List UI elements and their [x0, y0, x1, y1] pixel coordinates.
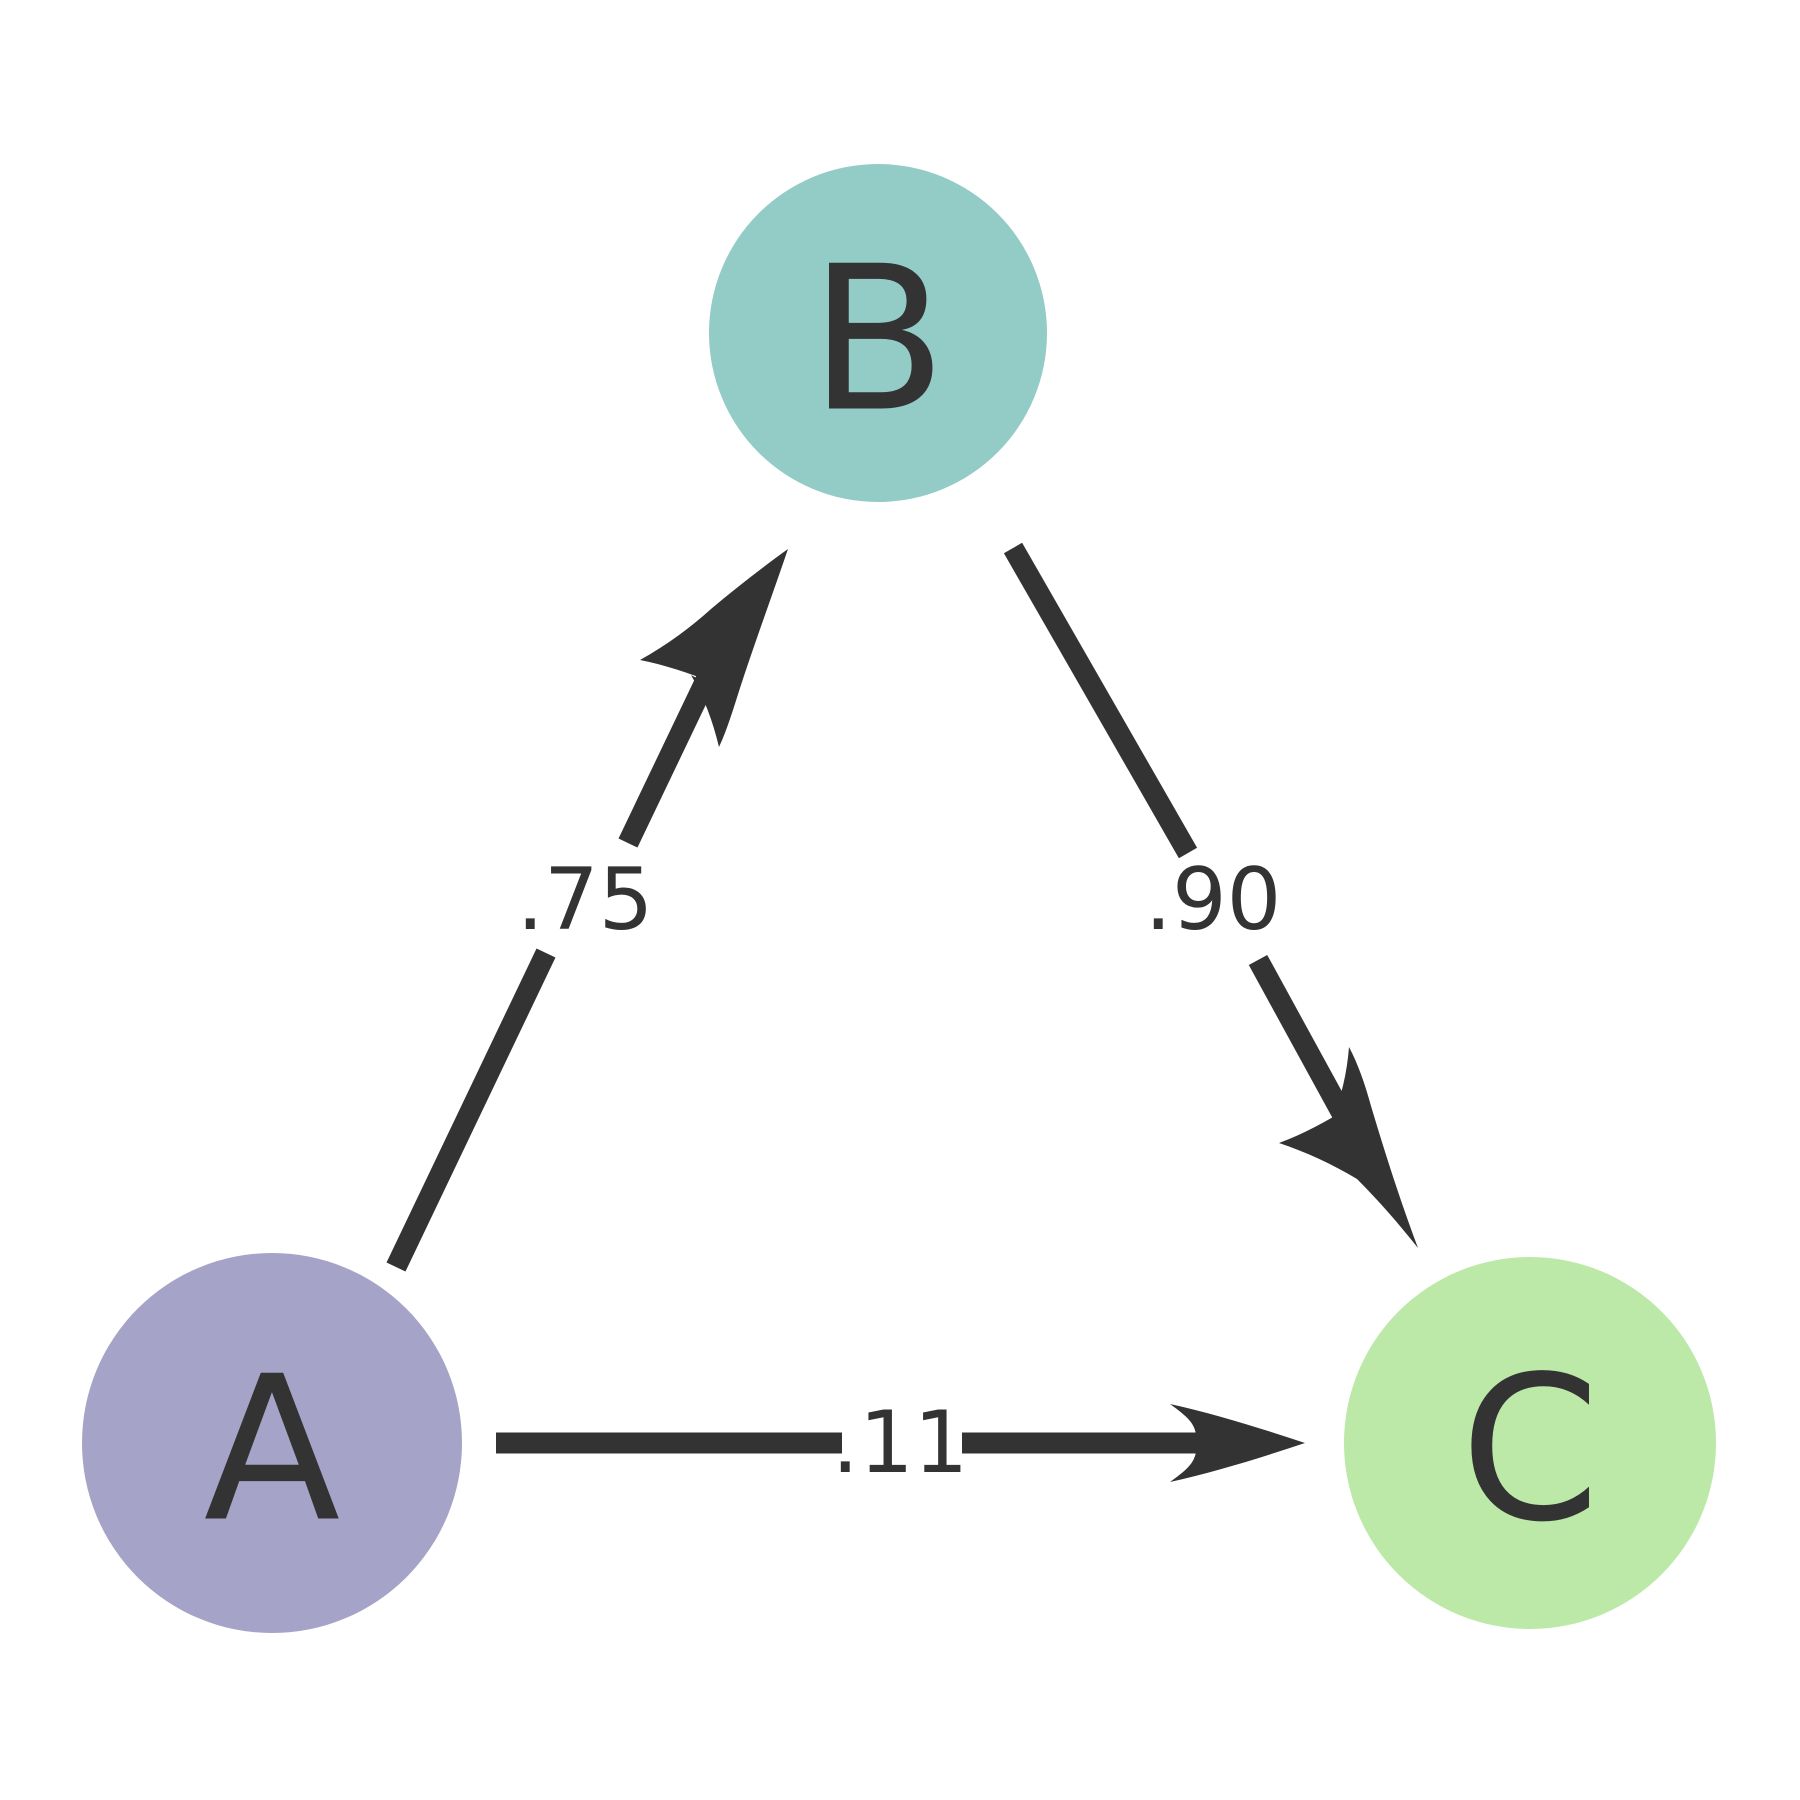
node-a[interactable]: A	[82, 1253, 462, 1633]
node-c-label: C	[1460, 1334, 1600, 1567]
edge-b-c-line-upper	[1003, 542, 1198, 859]
node-b-circle[interactable]	[709, 164, 1047, 502]
node-b-label: B	[809, 224, 946, 457]
node-c-circle[interactable]	[1344, 1257, 1716, 1629]
edge-b-c[interactable]: .90	[1003, 542, 1418, 1248]
edge-a-c[interactable]: .11	[496, 1393, 1305, 1493]
edge-a-c-weight-label: .11	[832, 1393, 969, 1493]
edge-b-c-arrowhead	[1279, 1047, 1418, 1248]
edge-a-b-weight-label: .75	[517, 850, 654, 950]
node-a-label: A	[204, 1334, 341, 1567]
node-c[interactable]: C	[1344, 1257, 1716, 1629]
edge-b-c-weight-label: .90	[1145, 850, 1282, 950]
edge-a-c-arrowhead	[1170, 1404, 1305, 1482]
edge-a-b[interactable]: .75	[386, 549, 788, 1272]
node-b[interactable]: B	[709, 164, 1047, 502]
edge-a-b-arrowhead	[640, 549, 788, 747]
node-a-circle[interactable]	[82, 1253, 462, 1633]
edge-a-b-line-lower	[386, 948, 556, 1272]
